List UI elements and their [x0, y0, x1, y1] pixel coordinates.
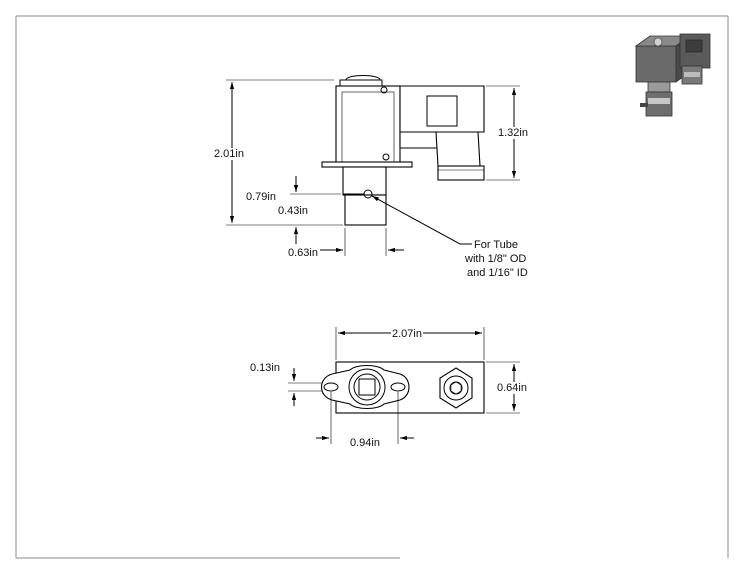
- solenoid-valve-3d-icon: [634, 33, 711, 117]
- bottom-view-part: [320, 361, 485, 414]
- hole-spacing-label: 0.94in: [350, 437, 380, 449]
- label-mask: [496, 382, 528, 394]
- slot-width-label: 0.13in: [250, 362, 280, 374]
- label-mask: [245, 191, 277, 203]
- label-mask: [277, 205, 309, 217]
- label-mask: [473, 239, 520, 251]
- label-mask: [463, 253, 528, 265]
- label-mask: [349, 437, 381, 449]
- overall-height-label: 2.01in: [214, 148, 244, 160]
- port-height-label: 0.79in: [246, 191, 276, 203]
- label-mask: [213, 148, 245, 160]
- body-height-label: 0.64in: [497, 382, 527, 394]
- port-offset-label: 0.43in: [278, 205, 308, 217]
- side-view-labels: 2.01in 1.32in 0.79in 0.43in 0.63in For T…: [213, 127, 529, 279]
- label-mask: [391, 328, 423, 340]
- tube-note-line-1: For Tube: [474, 239, 518, 251]
- label-mask: [466, 267, 529, 279]
- tube-note-line-2: with 1/8" OD: [464, 253, 526, 265]
- coil-height-label: 1.32in: [498, 127, 528, 139]
- bottom-view-labels: 2.07in 0.13in 0.64in 0.94in: [249, 328, 528, 449]
- side-view-part: [321, 75, 485, 226]
- port-width-label: 0.63in: [288, 247, 318, 259]
- label-mask: [287, 247, 319, 259]
- overall-length-label: 2.07in: [392, 328, 422, 340]
- label-mask: [497, 127, 529, 139]
- label-mask: [249, 362, 281, 374]
- tube-note-line-3: and 1/16" ID: [467, 267, 528, 279]
- sheet-border: [15, 15, 729, 559]
